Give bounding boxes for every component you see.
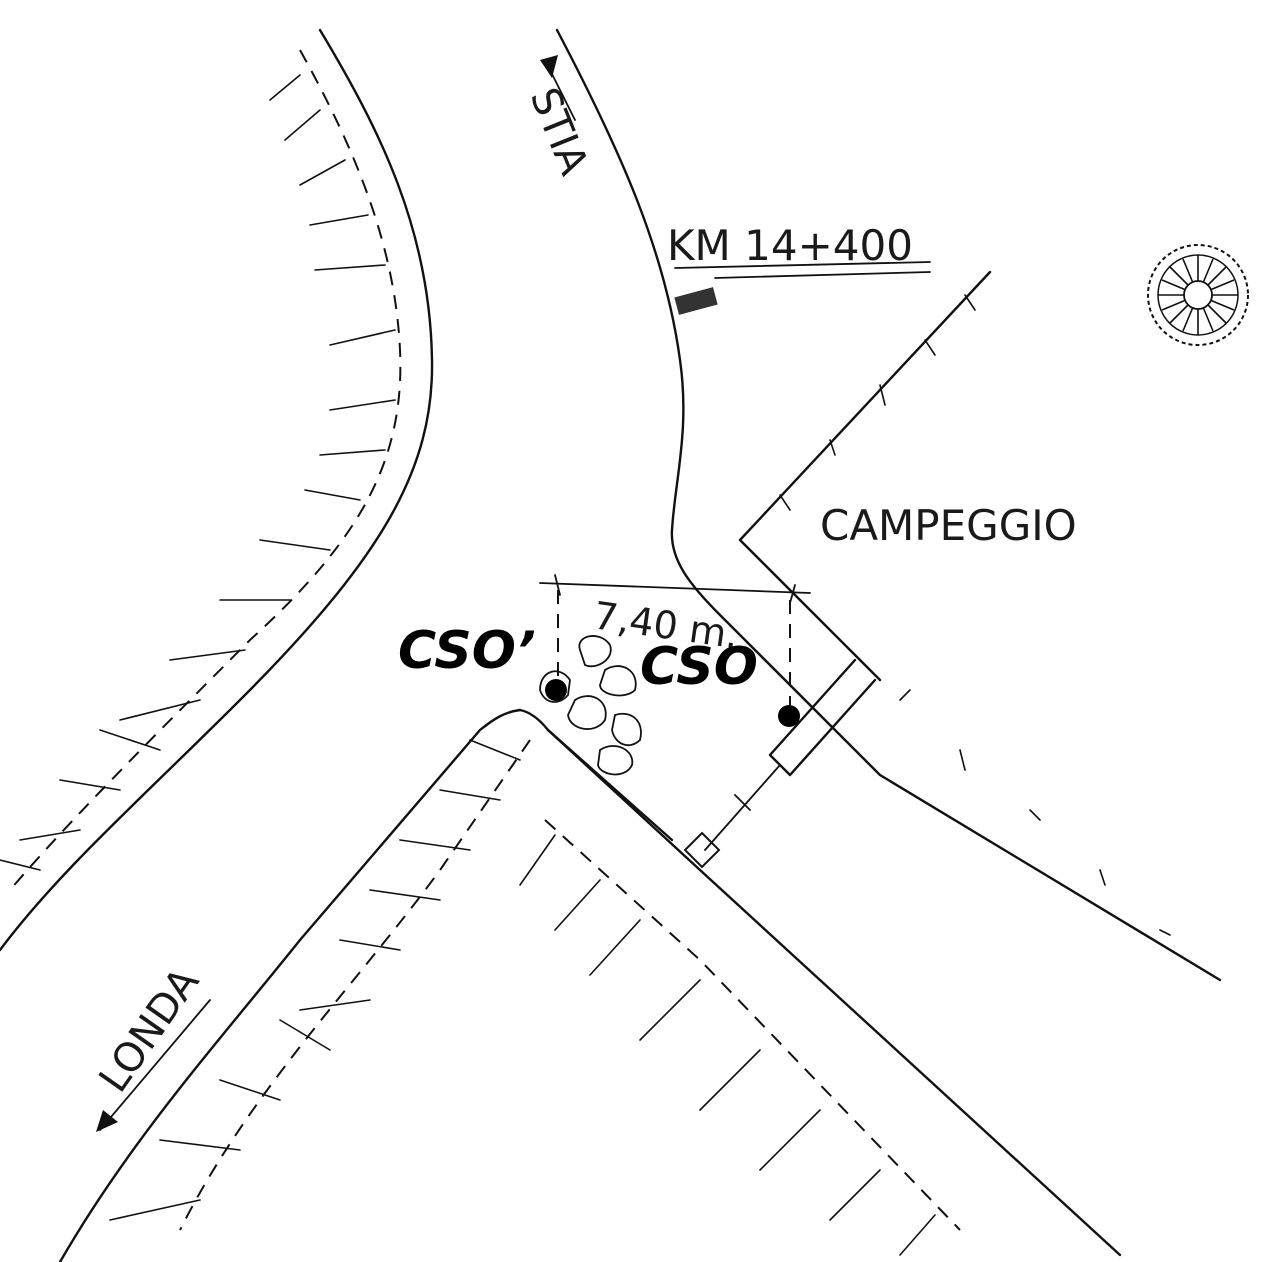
- km-label: KM 14+400: [667, 221, 913, 270]
- campeggio-fence: [779, 294, 1171, 936]
- measure-line: [539, 582, 811, 594]
- slope-line-londa: [179, 739, 531, 1231]
- slope-londa-west: [109, 739, 531, 1231]
- rocks: [539, 635, 642, 776]
- road-edge-junction: [58, 708, 522, 1262]
- direction-londa: LONDA: [91, 959, 211, 1132]
- road-edge-stia-east: [555, 28, 1222, 982]
- slope-line-west: [9, 49, 402, 891]
- stia-label: STIA: [521, 82, 597, 182]
- arrow-up-icon: [540, 55, 558, 78]
- road-edge-londa-east: [518, 708, 1122, 1257]
- campeggio-boundary-north: [738, 270, 992, 682]
- km-marker: KM 14+400: [667, 221, 931, 315]
- slope-line-southeast: [544, 819, 961, 1231]
- slope-west: [0, 49, 402, 891]
- road-edge-west: [0, 28, 434, 952]
- tree-icon: [1147, 244, 1249, 346]
- londa-label: LONDA: [91, 959, 209, 1100]
- cso-point: [778, 705, 800, 727]
- road-edge-inner: [546, 728, 674, 842]
- km-marker-icon: [674, 287, 718, 315]
- road-edges: [0, 28, 1222, 1262]
- campeggio-gate: [683, 658, 877, 869]
- cso-prime-label: CSO’: [398, 621, 536, 681]
- cso-label: CSO: [640, 637, 758, 697]
- arrow-down-icon: [96, 1110, 118, 1132]
- direction-stia: STIA: [521, 55, 597, 182]
- campeggio-label: CAMPEGGIO: [820, 501, 1077, 550]
- cso-prime-point: [545, 679, 567, 701]
- slope-southeast: [519, 819, 961, 1256]
